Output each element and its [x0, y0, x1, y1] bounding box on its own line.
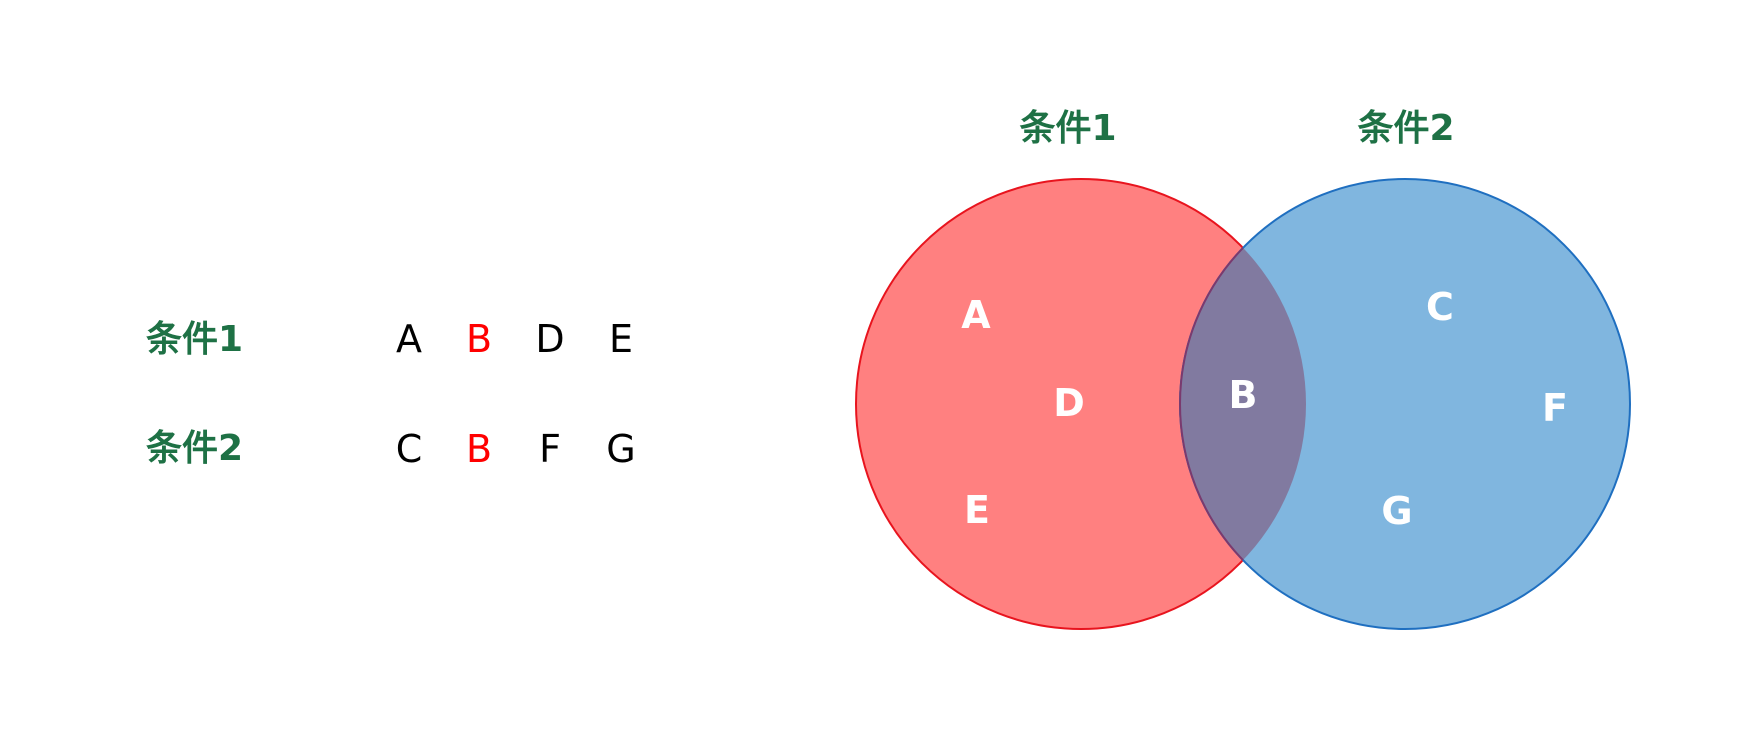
- condition-2-item-c: C: [395, 427, 423, 471]
- condition-1-item-b: B: [465, 317, 493, 361]
- condition-2-item-g: G: [606, 427, 636, 471]
- right-letter-f: F: [1542, 386, 1568, 430]
- condition-1-item-e: E: [608, 317, 633, 361]
- condition-1-item-a: A: [396, 317, 422, 361]
- condition-1-item-d: D: [535, 317, 565, 361]
- condition-2-label: 条件2: [146, 428, 244, 469]
- condition-2-title: 条件2: [1357, 108, 1454, 149]
- left-letter-a: A: [961, 293, 991, 337]
- condition-2-item-f: F: [539, 427, 561, 471]
- left-letter-d: D: [1053, 381, 1085, 425]
- overlap-letter-b: B: [1229, 373, 1258, 417]
- condition-1-label: 条件1: [146, 319, 244, 360]
- condition-1-title: 条件1: [1019, 108, 1116, 149]
- right-letter-c: C: [1426, 285, 1454, 329]
- right-letter-g: G: [1381, 489, 1412, 533]
- condition-2-item-b: B: [465, 427, 493, 471]
- left-letter-e: E: [964, 488, 990, 532]
